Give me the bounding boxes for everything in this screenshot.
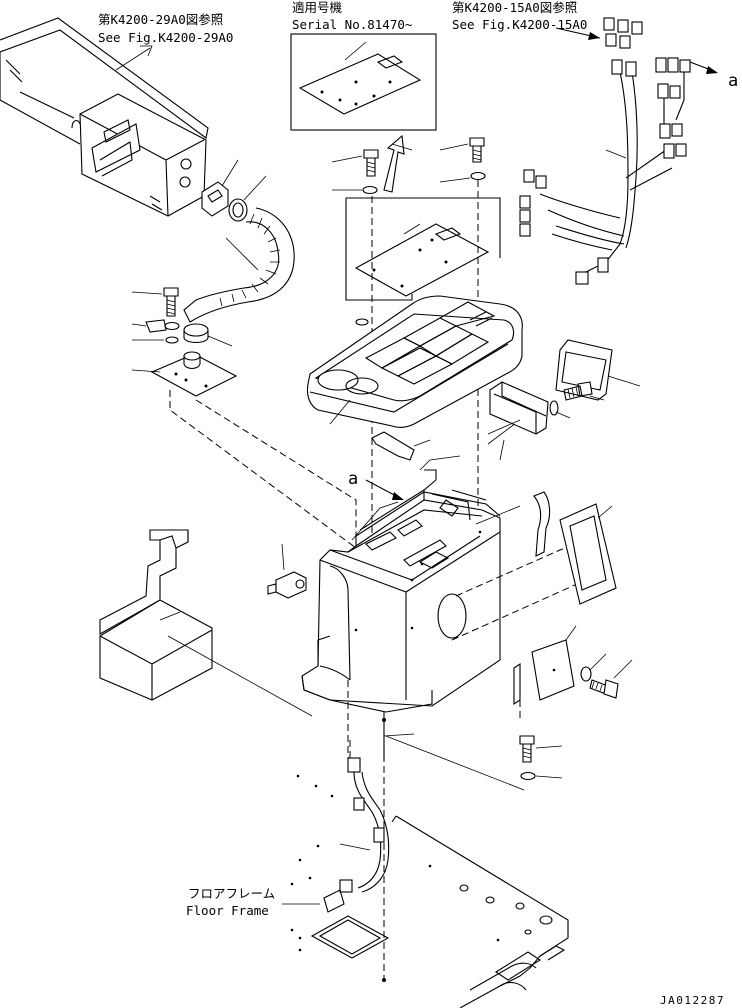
console-frame [301, 469, 521, 722]
hex-bolt-right [563, 381, 605, 401]
seal-strip [533, 491, 551, 557]
hex-bolt-bottom [519, 735, 563, 781]
wire-harness [539, 71, 673, 273]
fresh-air-filter [487, 381, 549, 435]
switch-connector [267, 543, 307, 599]
hex-bolt-upper-right [439, 137, 486, 183]
bracket-strip [371, 431, 431, 461]
duct-hose [183, 207, 295, 323]
floor-frame-en-label: Floor Frame [186, 903, 269, 918]
insulation-pad [99, 529, 313, 717]
serial-inset-box [290, 33, 437, 131]
hex-bolt-left [131, 287, 179, 317]
ref-15a0-en-label: See Fig.K4200-15A0 [452, 17, 587, 32]
serial-jp-label: 適用号機 [292, 0, 343, 15]
drawing-code-label: JA012287 [660, 994, 725, 1007]
hex-bolt-lower-right [589, 659, 633, 699]
leader-lines-upper [391, 143, 505, 471]
reference-arrow-a-top [555, 27, 718, 74]
washer-right [549, 400, 571, 419]
hose-clamp [228, 175, 267, 222]
grommet-ring [183, 323, 233, 347]
small-bracket [513, 662, 521, 706]
console-cover [306, 295, 523, 445]
leader-lines-lower [383, 712, 525, 791]
floor-frame-jp-label: フロアフレーム [188, 886, 275, 901]
lower-wire-harness [282, 757, 390, 913]
grille-panel [559, 503, 617, 605]
spring-washer-left [132, 336, 179, 344]
floor-frame [290, 774, 569, 1008]
ref-29a0-en-label: See Fig.K4200-29A0 [98, 30, 233, 45]
washer-left [131, 319, 180, 333]
hex-bolt-upper-left [331, 149, 379, 195]
washer-lower-right [580, 653, 607, 682]
ref-29a0-jp-label: 第K4200-29A0図参照 [98, 12, 223, 27]
serial-en-label: Serial No.81470~ [292, 17, 412, 32]
rubber-gasket-frame [555, 339, 641, 401]
view-arrow-a-top-label: a [728, 71, 738, 91]
duct-adapter [201, 159, 239, 217]
access-cover [531, 625, 577, 701]
direction-arrow [383, 134, 405, 193]
ref-15a0-jp-label: 第K4200-15A0図参照 [452, 0, 577, 15]
monitor-console-panel [0, 17, 209, 217]
cover-plate-left [131, 351, 238, 397]
harness-connectors [519, 17, 691, 285]
view-arrow-a-mid-label: a [348, 469, 358, 489]
reference-arrow-a-mid [365, 479, 404, 500]
